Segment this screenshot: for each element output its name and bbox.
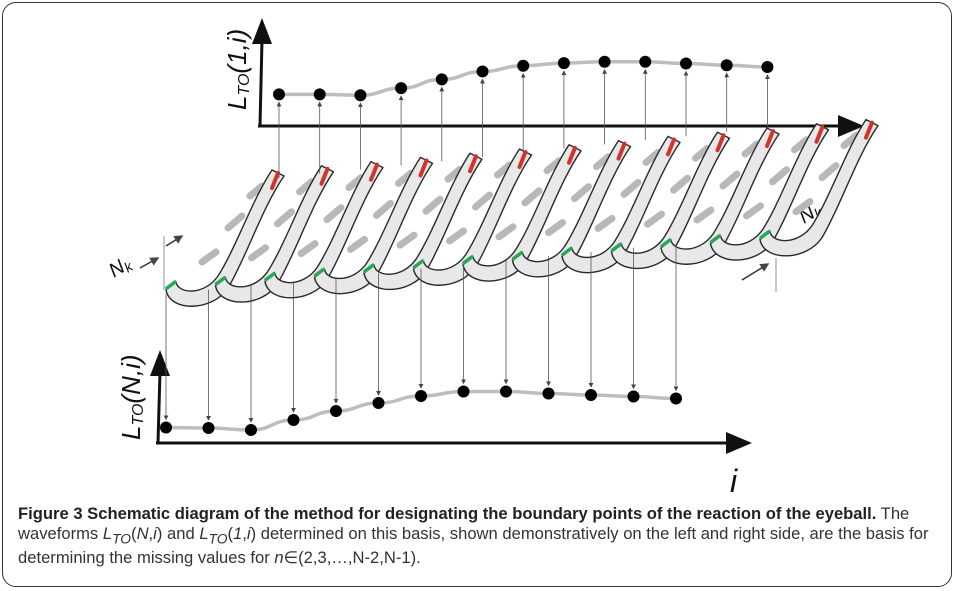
bottom-axes [150, 350, 752, 454]
bottom-waveform-point [542, 387, 555, 400]
top-waveform-point [761, 61, 774, 74]
figure-diagram: LTO(1,i) i LTO(N,i) i Nk Nk [105, 18, 879, 499]
strip [462, 144, 582, 282]
nk-right-arrow2-icon [741, 263, 770, 281]
top-waveform-point [517, 59, 530, 72]
top-x-arrow-icon [838, 115, 864, 137]
top-waveform-point [680, 57, 692, 70]
bottom-x-label: i [730, 463, 738, 499]
bottom-waveform-point [457, 385, 470, 398]
strip [709, 123, 830, 261]
strip [610, 131, 731, 270]
top-waveform [273, 55, 774, 102]
top-waveform-point [354, 89, 367, 102]
strip [511, 139, 632, 278]
strip [412, 148, 533, 286]
bottom-waveform-point [415, 390, 427, 402]
bottom-waveform-point [287, 414, 300, 426]
top-waveform-point [639, 55, 652, 68]
strip [759, 118, 879, 257]
bottom-waveform-point [160, 421, 172, 434]
bottom-y-arrow-icon [150, 350, 170, 376]
bottom-x-arrow-icon [726, 432, 752, 454]
figure-caption: Figure 3 Schematic diagram of the method… [18, 504, 938, 568]
top-waveform-point [720, 59, 733, 72]
nk-left-arrow-icon [139, 257, 160, 269]
projection-guides [163, 68, 770, 423]
top-y-arrow-icon [252, 18, 272, 44]
strip [313, 156, 434, 295]
strip [363, 152, 483, 291]
bottom-waveform-point [330, 405, 342, 417]
nk-left-arrow2-icon [165, 235, 184, 247]
top-axes [252, 18, 864, 137]
top-waveform-point [435, 73, 448, 86]
strip [214, 165, 335, 303]
bottom-waveform-point [245, 424, 257, 436]
bottom-waveform-point [670, 392, 682, 405]
strip [561, 135, 681, 274]
caption-body: The waveforms LTO(N,i) and LTO(1,i) dete… [18, 504, 929, 568]
bottom-waveform [160, 385, 682, 436]
bottom-waveform-point [627, 390, 640, 403]
top-y-label: LTO(1,i) [222, 29, 253, 110]
strip [264, 160, 384, 299]
bottom-waveform-point [202, 422, 215, 434]
top-waveform-point [476, 65, 489, 78]
top-waveform-point [395, 82, 408, 95]
caption-title: Figure 3 Schematic diagram of the method… [18, 504, 877, 523]
top-waveform-point [273, 88, 285, 101]
nk-left-label: Nk [105, 252, 136, 283]
top-waveform-point [598, 55, 611, 68]
bottom-y-label: LTO(N,i) [116, 355, 147, 441]
top-waveform-point [557, 57, 570, 70]
eyeball-strips [165, 118, 879, 307]
top-waveform-point [313, 88, 326, 101]
strip [660, 127, 780, 265]
bottom-waveform-point [500, 385, 512, 398]
bottom-waveform-point [585, 389, 597, 401]
strip [165, 169, 285, 307]
bottom-waveform-point [372, 397, 385, 409]
